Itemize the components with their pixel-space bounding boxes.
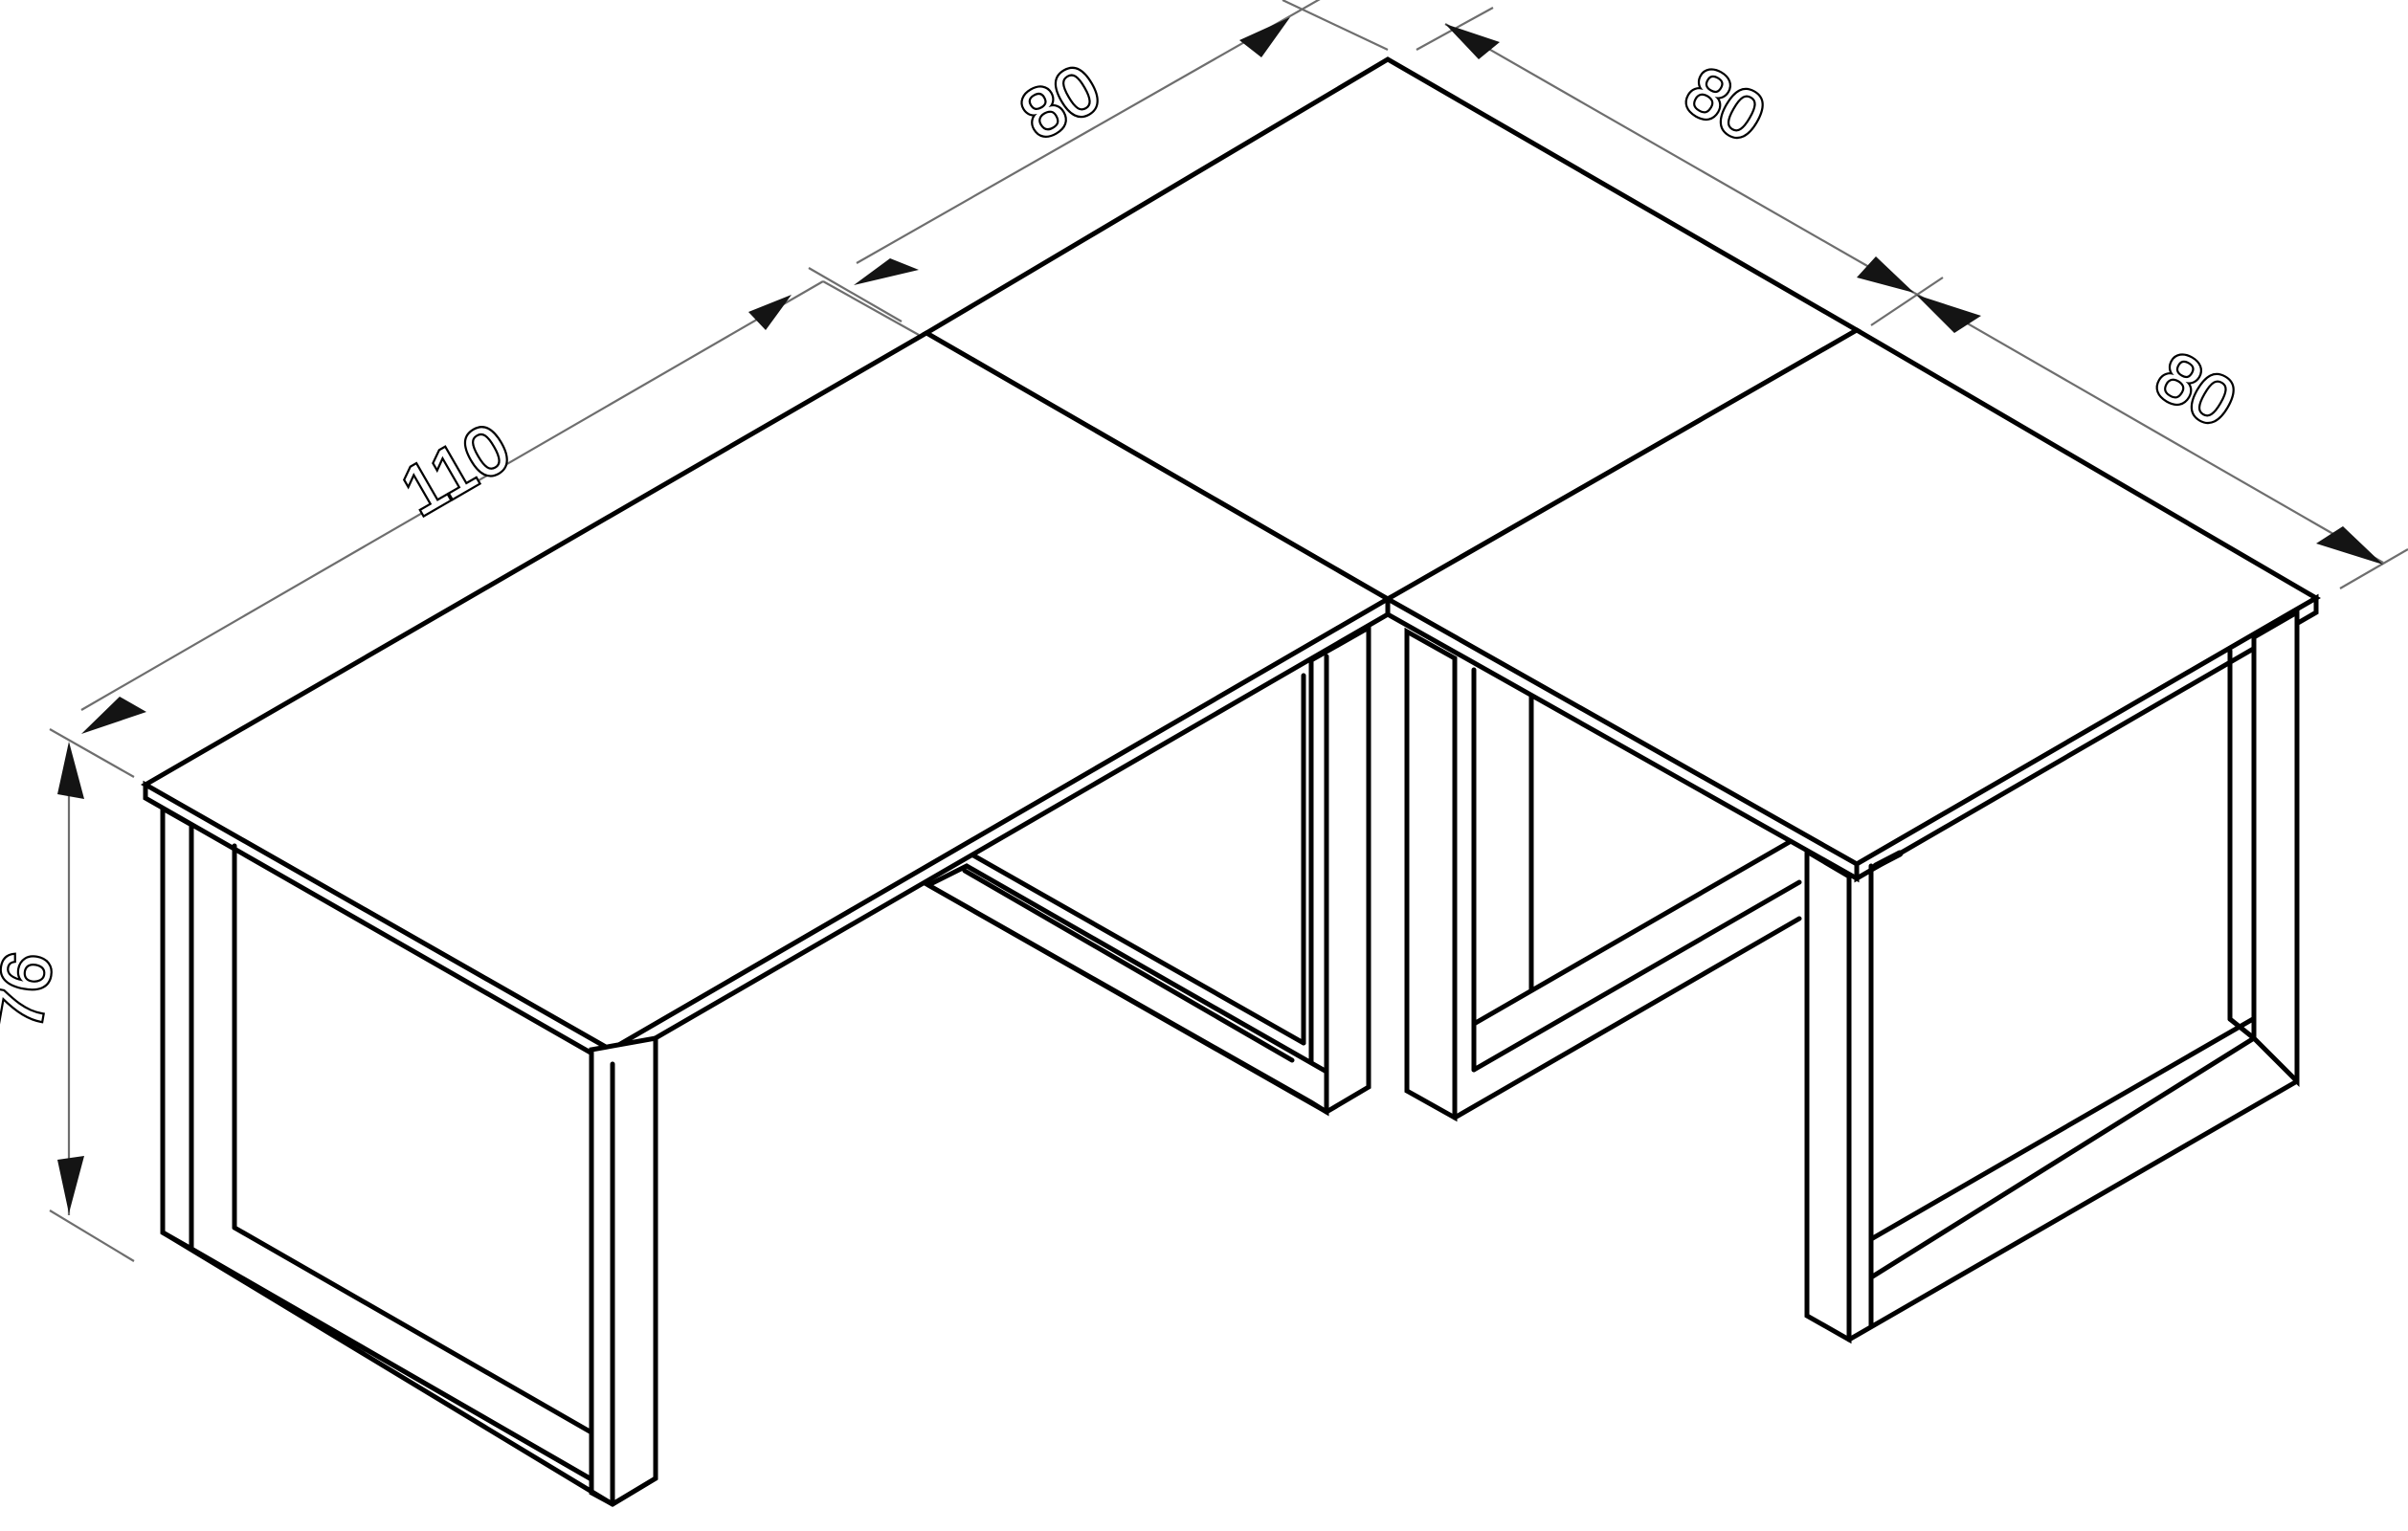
right-desk-rear-leg [1404, 627, 1802, 1122]
dimension-lines [49, 0, 2408, 1262]
left-desk-inner-sled [962, 868, 1295, 1063]
label-110: 110 [389, 410, 522, 531]
label-80-corner-right: 80 [1672, 53, 1776, 157]
label-76-height: 76 [0, 946, 68, 1035]
right-desk [1382, 327, 2321, 1344]
label-80-corner-left: 80 [1008, 51, 1112, 155]
label-80-right-desk: 80 [2143, 338, 2247, 442]
left-desk-rear-leg [923, 623, 1371, 1117]
dimension-arrows [57, 17, 2383, 1213]
left-desk [140, 330, 1393, 1507]
